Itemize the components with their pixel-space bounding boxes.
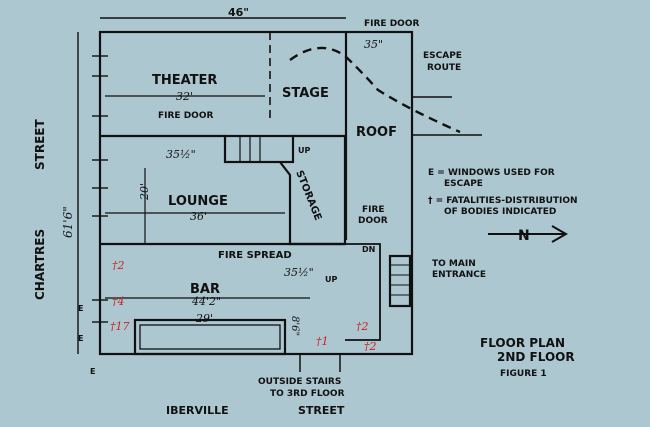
fatality-marker: †2 [356,320,369,333]
entrance-stair [388,254,412,308]
legend-windows-2: ESCAPE [444,179,483,189]
dim-width-top: 46" [228,6,249,19]
lounge-label: LOUNGE [168,194,228,209]
dim-36: 36' [190,210,207,223]
fatality-marker: †2 [364,340,377,353]
dn-label: DN [362,245,375,254]
escape-route-1: ESCAPE [423,51,462,61]
main-entrance-2: ENTRANCE [432,270,486,280]
street-bottom-2: STREET [298,404,345,417]
angle-35-mid: 35½" [284,266,314,279]
bar-label: BAR [190,282,220,297]
fire-door-top: FIRE DOOR [364,19,419,29]
legend-windows-1: E = WINDOWS USED FOR [428,168,555,178]
dim-bar: 44'2" [191,295,221,308]
up-label-1: UP [298,146,310,155]
theater-label: THEATER [152,73,217,88]
angle-35-top: 35" [364,38,383,51]
main-entrance-1: TO MAIN [432,259,476,269]
storage-walls [279,134,347,246]
street-dim: 61'6" [61,206,75,238]
angle-35-left: 35½" [166,148,196,161]
storage-label: STORAGE [293,169,323,222]
bar-counter [133,318,287,356]
fatality-marker: †4 [112,295,125,308]
roof-label: ROOF [356,125,397,140]
title-1: FLOOR PLAN [480,336,565,350]
street-bottom-1: IBERVILLE [166,404,229,417]
legend-fatal-2: OF BODIES INDICATED [444,207,556,217]
dim-29: 29' [195,312,213,325]
legend-fatal-1: † = FATALITIES-DISTRIBUTION [428,196,578,206]
e-window-1: E [78,304,83,313]
fire-door-right-2: DOOR [358,216,388,226]
e-window-2: E [78,334,83,343]
stage-label: STAGE [282,86,329,101]
fatality-marker: †17 [110,320,130,333]
fire-door-right-1: FIRE [362,205,385,215]
street-left-2: STREET [33,119,47,170]
fatality-marker: †1 [316,335,329,348]
title-2: 2ND FLOOR [497,350,575,364]
dim-theater: 32' [176,90,193,103]
fire-door-left: FIRE DOOR [158,111,213,121]
escape-route [289,46,461,134]
e-window-3: E [90,367,95,376]
north-label: N [518,228,530,244]
dim-8: 8'6" [289,316,300,336]
up-label-2: UP [325,275,337,284]
fire-spread-label: FIRE SPREAD [218,250,292,261]
staircase [223,134,295,164]
outside-stairs-1: OUTSIDE STAIRS [258,377,341,387]
outside-stairs-2: TO 3RD FLOOR [270,389,345,399]
fatality-marker: †2 [112,259,125,272]
dim-20: 20' [138,183,151,201]
escape-route-2: ROUTE [427,63,461,73]
title-3: FIGURE 1 [500,369,547,379]
street-left-1: CHARTRES [33,229,47,300]
